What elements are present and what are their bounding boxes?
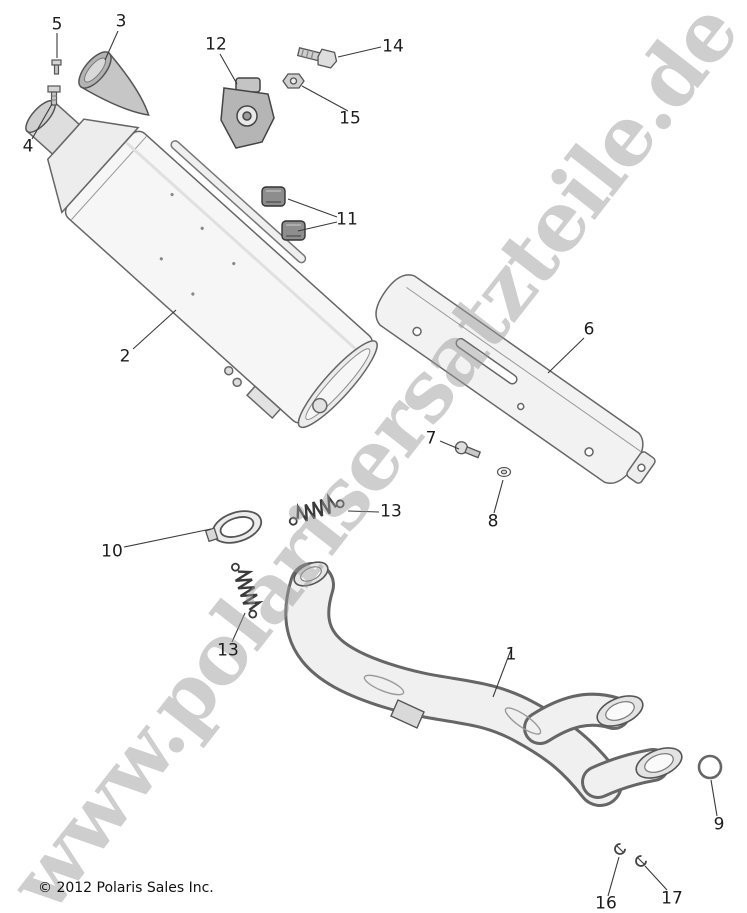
- exhaust-spring-lower: [231, 562, 264, 619]
- callout-14: 14: [382, 36, 404, 57]
- callout-13-lower: 13: [217, 640, 239, 661]
- washer-part: [496, 466, 512, 478]
- flange-bolt-part: [296, 47, 338, 69]
- callout-7: 7: [425, 428, 437, 449]
- copyright-notice: © 2012 Polaris Sales Inc.: [38, 880, 214, 896]
- callout-9: 9: [713, 814, 725, 835]
- muffler-part: [25, 99, 378, 429]
- exhaust-head-pipe-part: [284, 561, 683, 807]
- callout-3: 3: [115, 11, 127, 32]
- callout-13-upper: 13: [380, 501, 402, 522]
- heat-shield-part: [375, 274, 656, 484]
- screw-part-4: [47, 85, 61, 106]
- callout-6: 6: [583, 319, 595, 340]
- callout-8: 8: [487, 511, 499, 532]
- callout-2: 2: [119, 346, 131, 367]
- callout-4: 4: [22, 136, 34, 157]
- screw-part-7: [454, 441, 482, 459]
- callout-16: 16: [595, 893, 617, 913]
- pipe-clamp-part: [204, 510, 263, 544]
- callout-10: 10: [101, 541, 123, 562]
- mount-bracket-part: [220, 77, 275, 149]
- callout-1: 1: [505, 644, 517, 665]
- callout-5: 5: [51, 14, 63, 35]
- o-ring-part: [697, 754, 723, 780]
- callout-17: 17: [661, 888, 683, 909]
- callout-leader-lines: [31, 30, 718, 897]
- callout-15: 15: [339, 108, 361, 129]
- exhaust-spring-upper: [288, 493, 345, 526]
- callout-12: 12: [205, 34, 227, 55]
- muffler-strap: [170, 140, 307, 264]
- exhaust-tip-cone-part: [78, 51, 150, 116]
- flange-nut-part: [282, 73, 305, 89]
- rubber-mount-parts: [261, 186, 306, 241]
- retainer-clip-parts: [614, 843, 647, 867]
- callout-11: 11: [336, 209, 358, 230]
- screw-part-5: [51, 59, 62, 75]
